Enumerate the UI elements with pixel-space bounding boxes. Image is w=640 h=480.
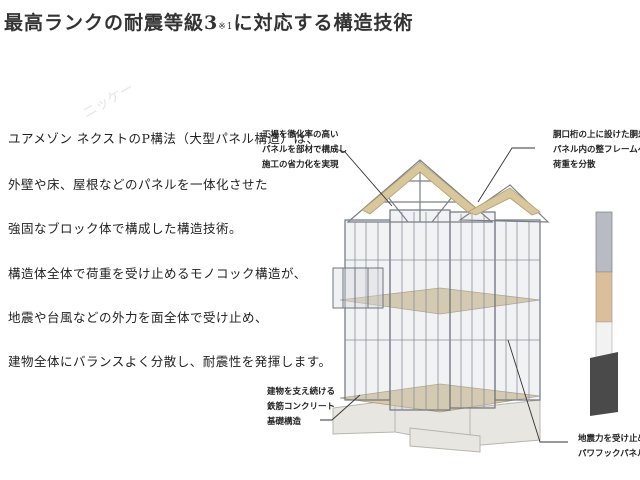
body-line-5: 地震や台風などの外力を面全体で受け止め、 [8, 310, 269, 325]
title-main: 最高ランクの耐震等級3 [4, 12, 219, 34]
foundation [332, 399, 541, 453]
callout-top-left-line-2: パネルを部材で構成し [262, 145, 348, 155]
body-line-6: 建物全体にバランスよく分散し、耐震性を発揮します。 [8, 354, 332, 369]
callout-top-right-line-2: パネル内の整フレームへ [553, 145, 640, 155]
body-line-1: ユアメゾン ネクストのP構法（大型パネル構造）は、 [8, 131, 320, 146]
body-line-4: 構造体全体で荷重を受け止めるモノコック構造が、 [8, 266, 307, 281]
callout-bottom-right-line-1: 地震力を受け止める [578, 434, 640, 444]
callout-bottom-left-line-2: 鉄筋コンクリート [267, 402, 336, 412]
panel-section [590, 211, 618, 416]
leader-lines [320, 147, 568, 443]
callout-bottom-left: 建物を支え続ける 鉄筋コンクリート 基礎構造 [267, 385, 335, 430]
callout-bottom-right: 地震力を受け止める パワフックパネル [578, 432, 640, 462]
callout-top-left: 工場を徹化率の高い パネルを部材で構成し 施工の省力化を実現 [262, 128, 347, 173]
callout-bottom-left-line-1: 建物を支え続ける [267, 387, 336, 397]
callout-bottom-left-line-3: 基礎構造 [267, 417, 302, 427]
callout-top-left-line-3: 施工の省力化を実現 [262, 160, 339, 170]
body-line-2: 外壁や床、屋根などのパネルを一体化させた [8, 177, 269, 192]
title-suffix: に対応する構造技術 [233, 12, 414, 34]
wall-studs [345, 212, 540, 410]
balcony [332, 267, 384, 309]
roof-boards [361, 161, 541, 216]
body-line-3: 強固なブロック体で構成した構造技術。 [8, 221, 243, 236]
callout-top-left-line-1: 工場を徹化率の高い [262, 130, 339, 140]
page-title: 最高ランクの耐震等級3※1に対応する構造技術 [4, 8, 414, 35]
title-note: ※1 [218, 22, 234, 32]
callout-bottom-right-line-2: パワフックパネル [578, 449, 640, 459]
callout-top-right-line-3: 荷重を分散 [553, 160, 596, 170]
callout-top-right: 胴口桁の上に設けた胴差が パネル内の整フレームへ 荷重を分散 [553, 128, 640, 173]
callout-top-right-line-1: 胴口桁の上に設けた胴差が [553, 130, 640, 140]
